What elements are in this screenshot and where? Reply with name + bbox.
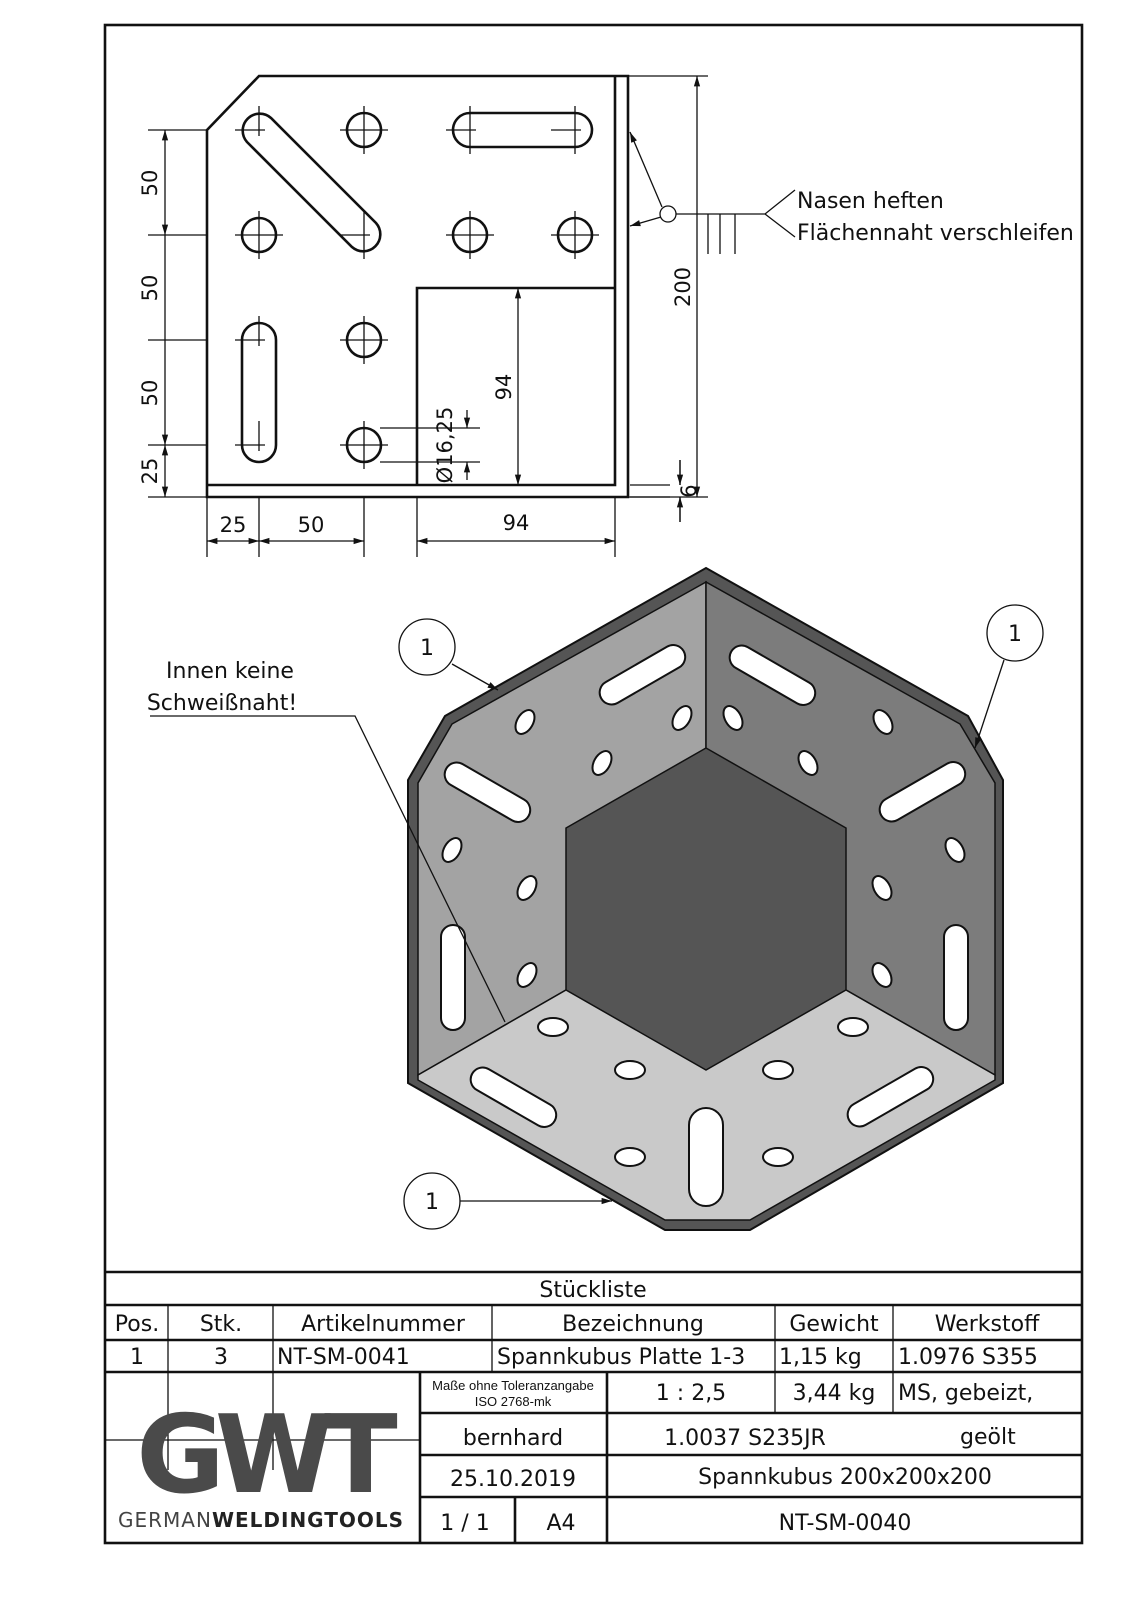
drawing-frame xyxy=(103,23,1084,1545)
tolerance-line-2: ISO 2768-mk xyxy=(475,1394,552,1409)
dim-v2: 50 xyxy=(138,275,162,302)
dim-v4: 25 xyxy=(138,458,162,485)
parts-list-title: Stückliste xyxy=(539,1278,646,1303)
iso-holes xyxy=(440,644,969,1207)
dim-hole-diameter: Ø16,25 xyxy=(433,407,457,484)
header-qty: Stk. xyxy=(200,1312,242,1337)
weld-note-2: Flächennaht verschleifen xyxy=(797,221,1074,246)
surface-treatment-2: geölt xyxy=(960,1425,1016,1450)
dim-h2: 50 xyxy=(298,513,325,537)
dim-h3: 94 xyxy=(503,511,530,535)
dim-inner-height: 94 xyxy=(492,374,516,401)
flange-edge xyxy=(207,76,617,487)
dimension-lines xyxy=(148,75,708,557)
cell-material: 1.0976 S355 xyxy=(898,1345,1038,1370)
title-block-grid xyxy=(105,1372,1082,1543)
isometric-view: 1 1 1 Innen keine Schweißnaht! xyxy=(147,566,1044,1231)
parts-list-grid xyxy=(105,1270,1082,1470)
paper-format: A4 xyxy=(546,1511,575,1536)
dimension-labels: 50 50 50 25 25 50 94 94 200 6 Ø16,25 xyxy=(138,170,701,537)
header-pos: Pos. xyxy=(115,1312,159,1337)
cell-qty: 3 xyxy=(214,1345,228,1370)
tolerance-line-1: Maße ohne Toleranzangabe xyxy=(432,1378,594,1393)
drawing-title: Spannkubus 200x200x200 xyxy=(698,1465,992,1490)
dim-v1: 50 xyxy=(138,170,162,197)
surface-treatment-1: MS, gebeizt, xyxy=(898,1381,1033,1406)
cell-weight: 1,15 kg xyxy=(779,1345,862,1370)
scale: 1 : 2,5 xyxy=(656,1381,726,1406)
weld-note-1: Nasen heften xyxy=(797,189,944,214)
dim-h1: 25 xyxy=(220,513,247,537)
table-row: 1 3 NT-SM-0041 Spannkubus Platte 1-3 1,1… xyxy=(130,1345,1038,1370)
logo-mark: GWT xyxy=(136,1393,398,1518)
cell-designation: Spannkubus Platte 1-3 xyxy=(497,1345,745,1370)
leaders xyxy=(150,659,1005,1205)
balloon-3: 1 xyxy=(425,1190,439,1215)
drawing-number: NT-SM-0040 xyxy=(779,1511,912,1536)
company-logo: GWT GERMANWELDINGTOOLS xyxy=(118,1393,408,1532)
weld-note-inside-2: Schweißnaht! xyxy=(147,691,297,716)
parts-list-header: Pos. Stk. Artikelnummer Bezeichnung Gewi… xyxy=(115,1312,1040,1337)
plate-outline xyxy=(205,74,630,499)
balloon-2: 1 xyxy=(1008,622,1022,647)
material: 1.0037 S235JR xyxy=(664,1426,826,1451)
inner-cutout xyxy=(415,286,615,485)
dim-v3: 50 xyxy=(138,380,162,407)
weld-symbol xyxy=(629,131,796,254)
date: 25.10.2019 xyxy=(450,1467,576,1492)
total-weight: 3,44 kg xyxy=(793,1381,876,1406)
balloon-1: 1 xyxy=(420,636,434,661)
header-article: Artikelnummer xyxy=(301,1312,466,1337)
company-name: GERMANWELDINGTOOLS xyxy=(118,1508,404,1532)
bottom-plate xyxy=(417,989,996,1221)
header-material: Werkstoff xyxy=(935,1312,1040,1337)
weld-note-inside-1: Innen keine xyxy=(166,659,294,684)
header-weight: Gewicht xyxy=(789,1312,879,1337)
sheet-number: 1 / 1 xyxy=(440,1511,489,1536)
top-view: 50 50 50 25 25 50 94 94 200 6 Ø16,25 Nas… xyxy=(138,74,1074,557)
cell-article: NT-SM-0041 xyxy=(277,1345,410,1370)
center-marks xyxy=(235,106,599,469)
dim-total-height: 200 xyxy=(671,267,695,307)
header-designation: Bezeichnung xyxy=(562,1312,704,1337)
balloons xyxy=(398,604,1044,1230)
cell-pos: 1 xyxy=(130,1345,144,1370)
author: bernhard xyxy=(463,1426,563,1451)
dim-thickness: 6 xyxy=(677,484,701,497)
